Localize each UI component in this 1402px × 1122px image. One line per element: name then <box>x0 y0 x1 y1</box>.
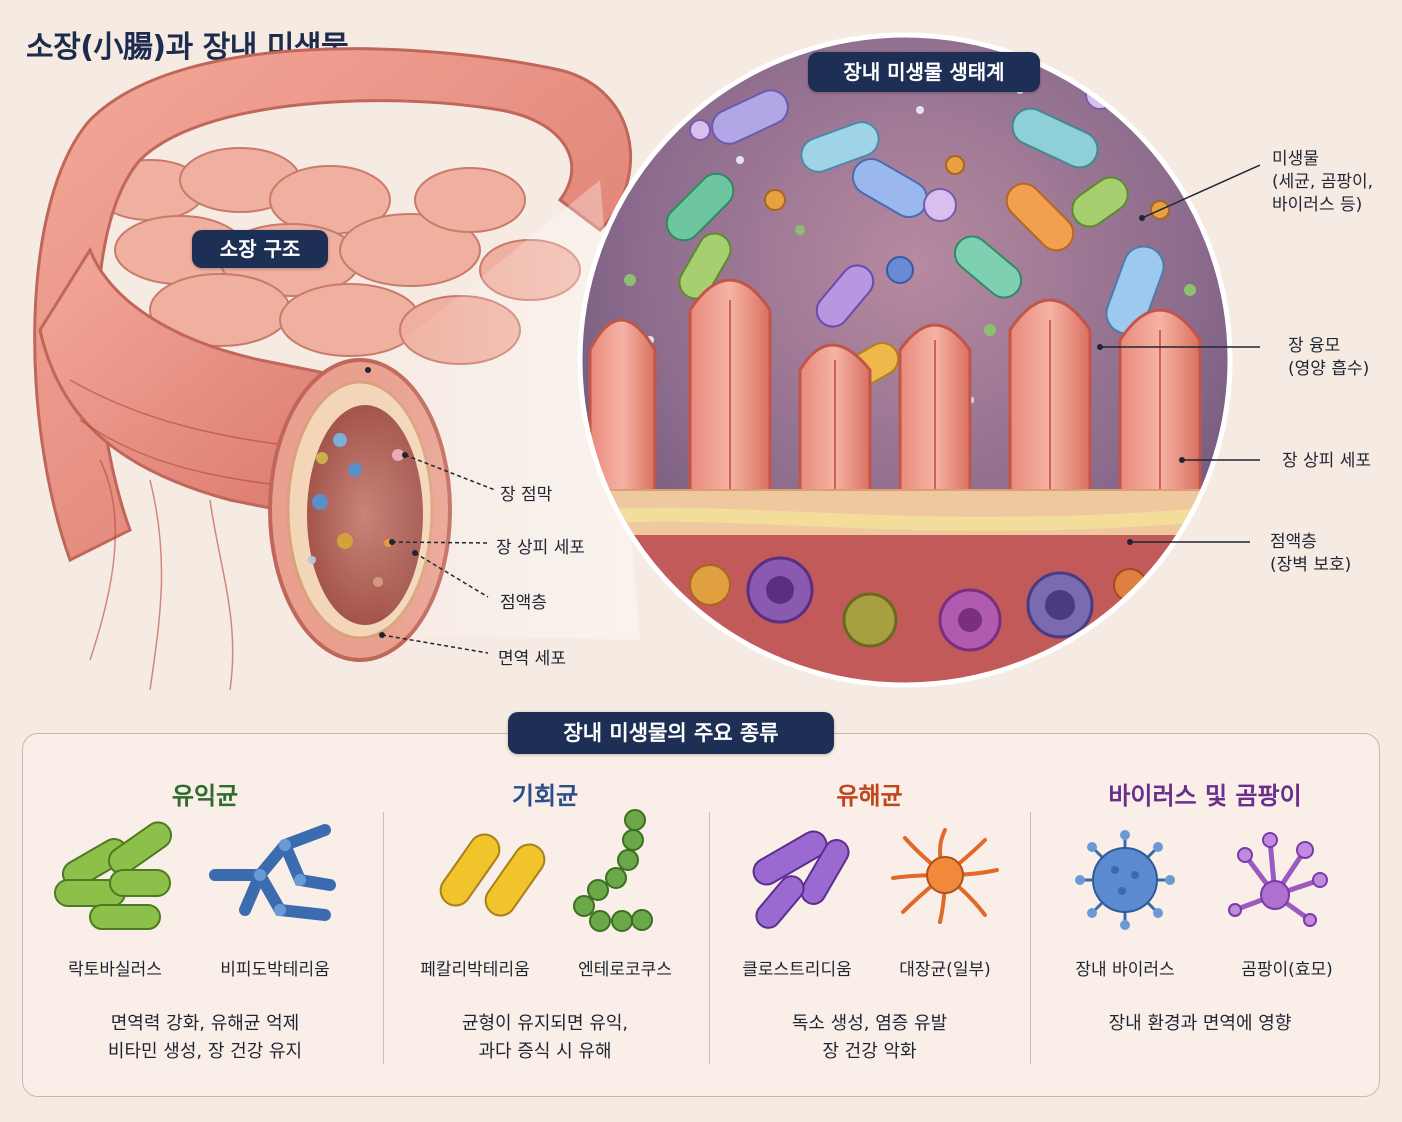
organism-faecalibacterium: 페칼리박테리움 <box>420 960 530 980</box>
organism-fungi-yeast: 곰팡이(효모) <box>1241 960 1333 980</box>
category-description-line: 면역력 강화, 유해균 억제 <box>110 1013 300 1034</box>
callout-epithelial-cell: 장 상피 세포 <box>496 538 586 558</box>
zoom-cone <box>368 180 640 640</box>
category-title-opportunistic: 기회균 <box>511 782 579 810</box>
category-description-line: 독소 생성, 염증 유발 <box>791 1013 948 1034</box>
organism-clostridium: 클로스트리디움 <box>742 960 852 980</box>
category-description-line: 과다 증식 시 유해 <box>478 1041 612 1062</box>
category-description-harmful: 독소 생성, 염증 유발 장 건강 악화 <box>712 1010 1027 1066</box>
column-divider <box>383 812 384 1064</box>
callout-epithelium: 장 상피 세포 <box>1282 450 1371 473</box>
callout-mucus-line1: 점액층 <box>1270 532 1317 552</box>
microbiome-ecosystem-badge: 장내 미생물 생태계 <box>808 52 1040 92</box>
organism-gut-virus: 장내 바이러스 <box>1075 960 1175 980</box>
organism-enterococcus: 엔테로코쿠스 <box>578 960 672 980</box>
callout-epithelium-line1: 장 상피 세포 <box>1282 451 1372 471</box>
purple-fungus-icon <box>1228 832 1328 927</box>
callout-mucus-line2: (장벽 보호) <box>1270 555 1352 575</box>
category-description-line: 장내 환경과 면역에 영향 <box>1108 1013 1292 1034</box>
small-intestine-illustration <box>33 47 640 691</box>
category-title-beneficial: 유익균 <box>171 782 239 810</box>
category-description-line: 균형이 유지되면 유익, <box>461 1013 629 1034</box>
immune-cells <box>689 556 1147 652</box>
category-description-line: 장 건강 악화 <box>822 1041 917 1062</box>
callout-villi-line1: 장 융모 <box>1288 336 1341 356</box>
mucus-layer-band <box>580 503 1230 531</box>
callout-microbes-line1: 미생물 <box>1272 149 1319 169</box>
category-description-virus-fungi: 장내 환경과 면역에 영향 <box>1035 1010 1365 1038</box>
callout-microbes-line3: 바이러스 등) <box>1272 195 1363 215</box>
microbe-types-header: 장내 미생물의 주요 종류 <box>508 712 834 754</box>
column-divider <box>709 812 710 1064</box>
callout-immune-cell: 면역 세포 <box>498 649 566 669</box>
organism-lactobacillus: 락토바실러스 <box>68 960 162 980</box>
callout-mucus-layer: 점액층 <box>500 593 547 613</box>
callout-microbes-line2: (세균, 곰팡이, <box>1272 172 1374 192</box>
category-description-beneficial: 면역력 강화, 유해균 억제 비타민 생성, 장 건강 유지 <box>40 1010 370 1066</box>
blue-virus-icon <box>1075 830 1175 930</box>
callout-villi-line2: (영양 흡수) <box>1288 359 1370 379</box>
organism-bifidobacterium: 비피도박테리움 <box>220 960 330 980</box>
green-chain-cocci-icon <box>573 809 653 932</box>
callout-mucosa: 장 점막 <box>500 485 553 505</box>
category-title-virus-fungi: 바이러스 및 곰팡이 <box>1108 782 1302 810</box>
green-rod-bacteria-icon <box>54 821 173 930</box>
category-title-harmful: 유해균 <box>836 782 903 810</box>
callout-villi: 장 융모 (영양 흡수) <box>1288 335 1369 381</box>
microbiome-ecosystem-illustration <box>577 32 1260 688</box>
category-description-line: 비타민 생성, 장 건강 유지 <box>107 1041 303 1062</box>
column-divider <box>1030 812 1031 1064</box>
orange-flagellated-bacteria-icon <box>891 828 999 924</box>
organism-e-coli: 대장균(일부) <box>899 960 991 980</box>
small-intestine-badge: 소장 구조 <box>192 230 328 268</box>
category-description-opportunistic: 균형이 유지되면 유익, 과다 증식 시 유해 <box>385 1010 705 1066</box>
callout-mucus: 점액층 (장벽 보호) <box>1270 531 1351 577</box>
purple-rod-bacteria-icon <box>752 830 850 929</box>
callout-microbes: 미생물 (세균, 곰팡이, 바이러스 등) <box>1272 148 1373 217</box>
yellow-rod-bacteria-icon <box>439 833 546 917</box>
blue-branched-bacteria-icon <box>209 824 336 921</box>
